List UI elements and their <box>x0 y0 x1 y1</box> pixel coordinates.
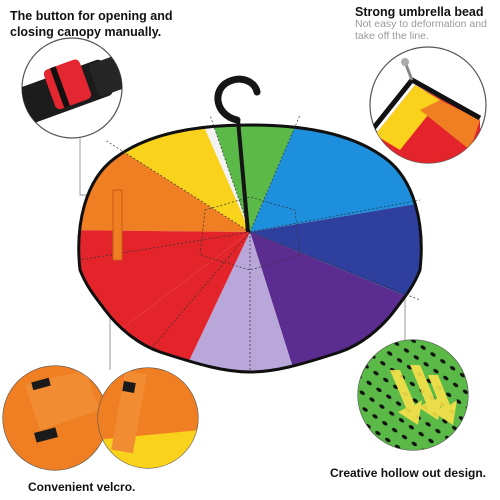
callout-hollow-title: Creative hollow out design. <box>330 466 487 480</box>
callout-button-text: The button for opening and closing canop… <box>10 8 200 40</box>
callout-button-line-2: closing canopy manually. <box>10 25 162 39</box>
callout-button-closeup <box>21 37 123 139</box>
canopy-edge <box>77 123 423 374</box>
callout-bead-subtitle: Not easy to deformation and take off the… <box>355 18 487 42</box>
umbrella-shaft <box>236 119 250 233</box>
c-handle[interactable] <box>214 75 261 124</box>
callout-hollow-design-closeup <box>357 339 469 451</box>
callout-button-line-1: The button for opening and <box>10 9 173 23</box>
callout-velcro-closeup-1 <box>2 365 108 471</box>
callout-bead-title: Strong umbrella bead <box>355 5 484 19</box>
velcro-strap <box>112 189 123 261</box>
callout-velcro-title: Convenient velcro. <box>28 480 136 494</box>
callout-velcro-closeup-2 <box>97 367 199 469</box>
canopy-stitching <box>79 114 421 372</box>
callout-bead-closeup <box>369 46 487 164</box>
